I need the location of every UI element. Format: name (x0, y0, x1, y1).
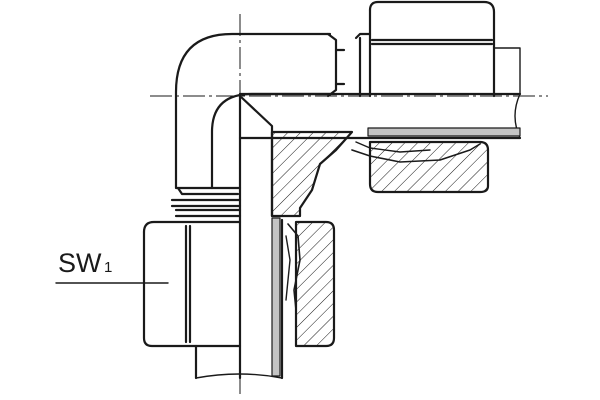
tube-horizontal (238, 47, 522, 140)
center-lines (150, 14, 548, 394)
bottom-nut-section (285, 220, 336, 348)
right-nut-section (351, 140, 490, 194)
horizontal-cap-nut (354, 0, 496, 98)
dimension-subscript: 1 (104, 259, 112, 276)
vertical-cap-nut (142, 198, 242, 380)
tube-vertical (195, 92, 284, 380)
section-cut (238, 94, 354, 218)
dimension-label: SW (58, 248, 102, 278)
seal-rings (271, 127, 521, 377)
